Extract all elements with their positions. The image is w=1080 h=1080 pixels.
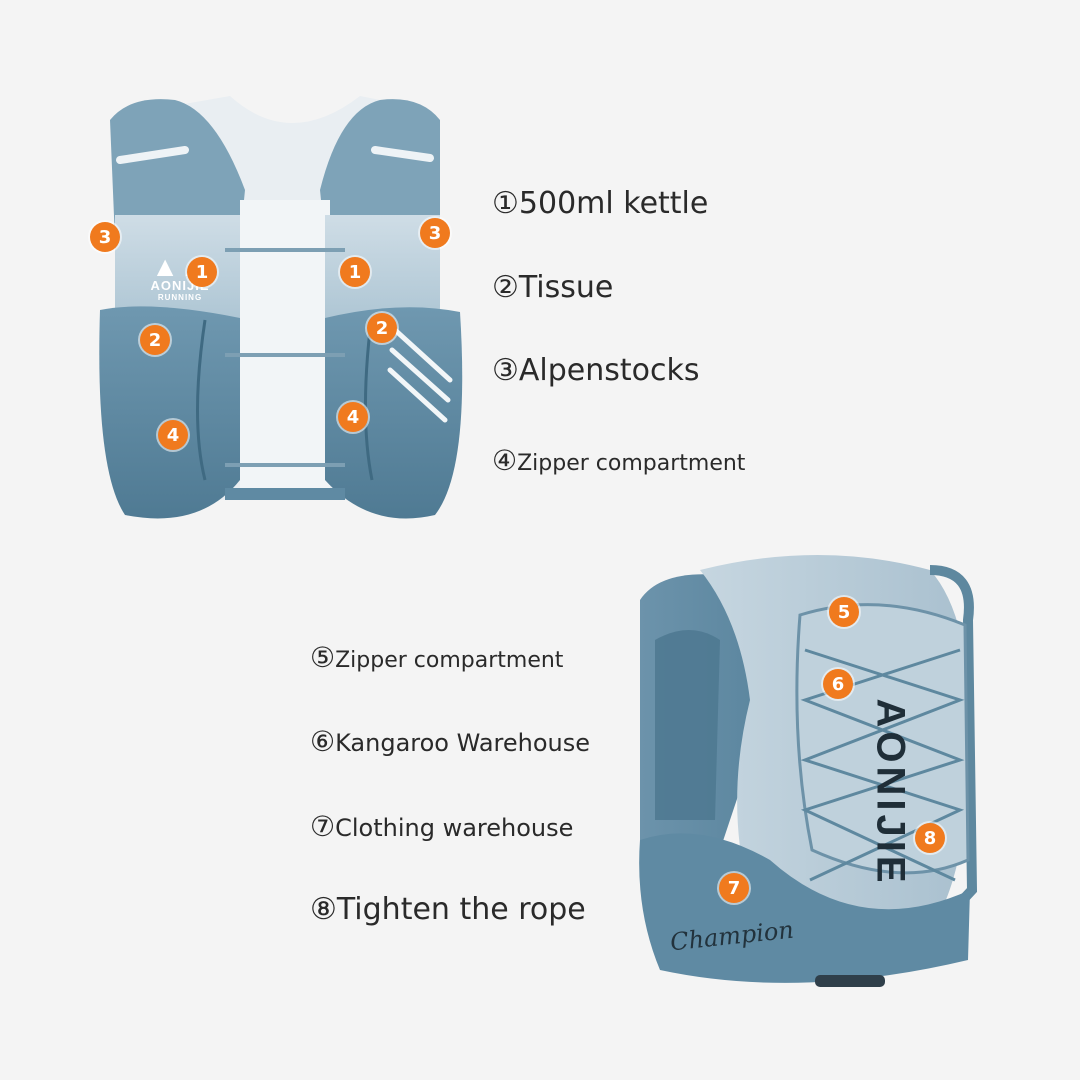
label-tighten-the-rope: ⑧Tighten the rope (310, 892, 586, 927)
marker-5: 5 (829, 597, 859, 627)
label-zipper-compartment-back: ⑤Zipper compartment (310, 641, 564, 674)
back-brand-logo: AONIJIE (868, 698, 913, 887)
label-500ml-kettle: ①500ml kettle (492, 186, 709, 221)
marker-4-right: 4 (338, 402, 368, 432)
label-alpenstocks: ③Alpenstocks (492, 353, 700, 388)
marker-8: 8 (915, 823, 945, 853)
marker-4-left: 4 (158, 420, 188, 450)
label-kangaroo-warehouse: ⑥Kangaroo Warehouse (310, 725, 591, 758)
marker-6: 6 (823, 669, 853, 699)
front-brand-sub: RUNNING (157, 293, 203, 302)
label-tissue: ②Tissue (492, 270, 614, 305)
label-clothing-warehouse: ⑦Clothing warehouse (310, 810, 574, 843)
marker-1-right: 1 (340, 257, 370, 287)
label-zipper-compartment-front: ④Zipper compartment (492, 444, 746, 477)
marker-2-right: 2 (367, 313, 397, 343)
marker-2-left: 2 (140, 325, 170, 355)
marker-7: 7 (719, 873, 749, 903)
marker-3-left: 3 (90, 222, 120, 252)
marker-3-right: 3 (420, 218, 450, 248)
marker-1-left: 1 (187, 257, 217, 287)
